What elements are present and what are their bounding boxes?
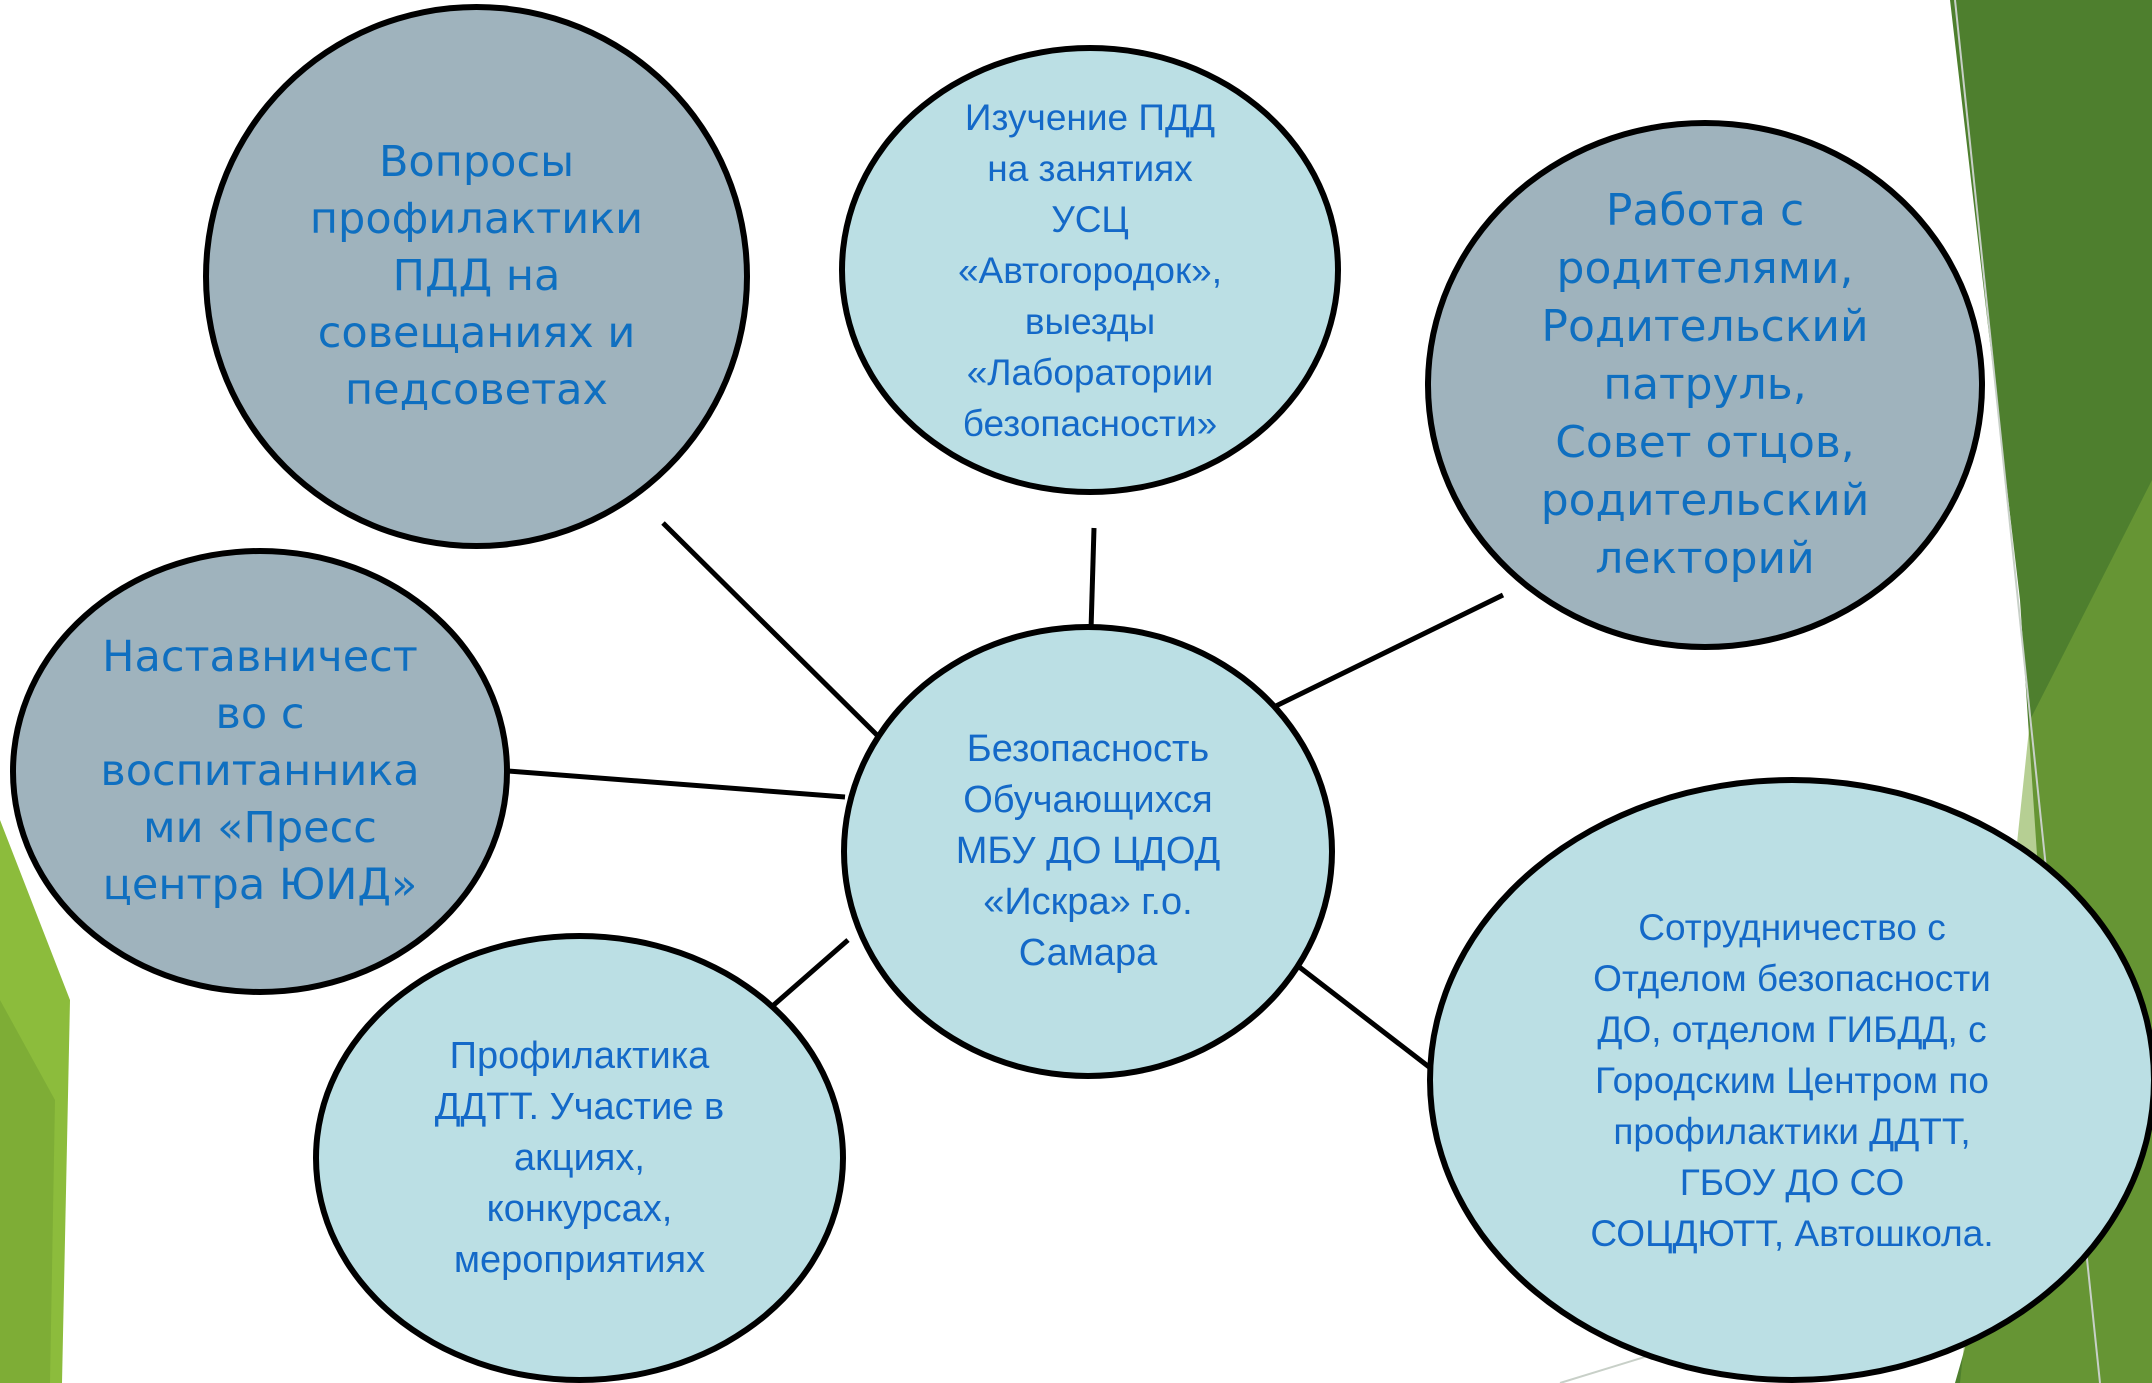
node-coop: Сотрудничество с Отделом безопасности ДО… [1427, 777, 2152, 1383]
center-node: Безопасность Обучающихся МБУ ДО ЦДОД «Ис… [841, 624, 1335, 1079]
node-mentoring-text: Наставничест во с воспитанника ми «Пресс… [100, 632, 420, 910]
node-parents-text: Работа с родителями, Родительский патрул… [1540, 185, 1870, 584]
node-meetings-text: Вопросы профилактики ПДД на совещаниях и… [309, 137, 644, 415]
node-parents: Работа с родителями, Родительский патрул… [1425, 120, 1985, 650]
node-prevention: Профилактика ДДТТ. Участие в акциях, кон… [313, 933, 846, 1383]
connector-study [1088, 527, 1097, 631]
node-coop-text: Сотрудничество с Отделом безопасности ДО… [1590, 906, 1994, 1254]
connector-coop [1296, 964, 1435, 1072]
center-node-text: Безопасность Обучающихся МБУ ДО ЦДОД «Ис… [955, 728, 1221, 974]
node-study: Изучение ПДД на занятиях УСЦ «Автогородо… [839, 45, 1341, 495]
connector-meetings [661, 521, 887, 745]
node-mentoring: Наставничест во с воспитанника ми «Пресс… [10, 548, 510, 995]
connector-mentoring [507, 768, 846, 800]
left-green-shade [0, 1000, 55, 1383]
connector-prevention [766, 938, 850, 1012]
node-prevention-text: Профилактика ДДТТ. Участие в акциях, кон… [434, 1034, 725, 1281]
node-meetings: Вопросы профилактики ПДД на совещаниях и… [203, 4, 750, 549]
node-study-text: Изучение ПДД на занятиях УСЦ «Автогородо… [957, 96, 1223, 444]
